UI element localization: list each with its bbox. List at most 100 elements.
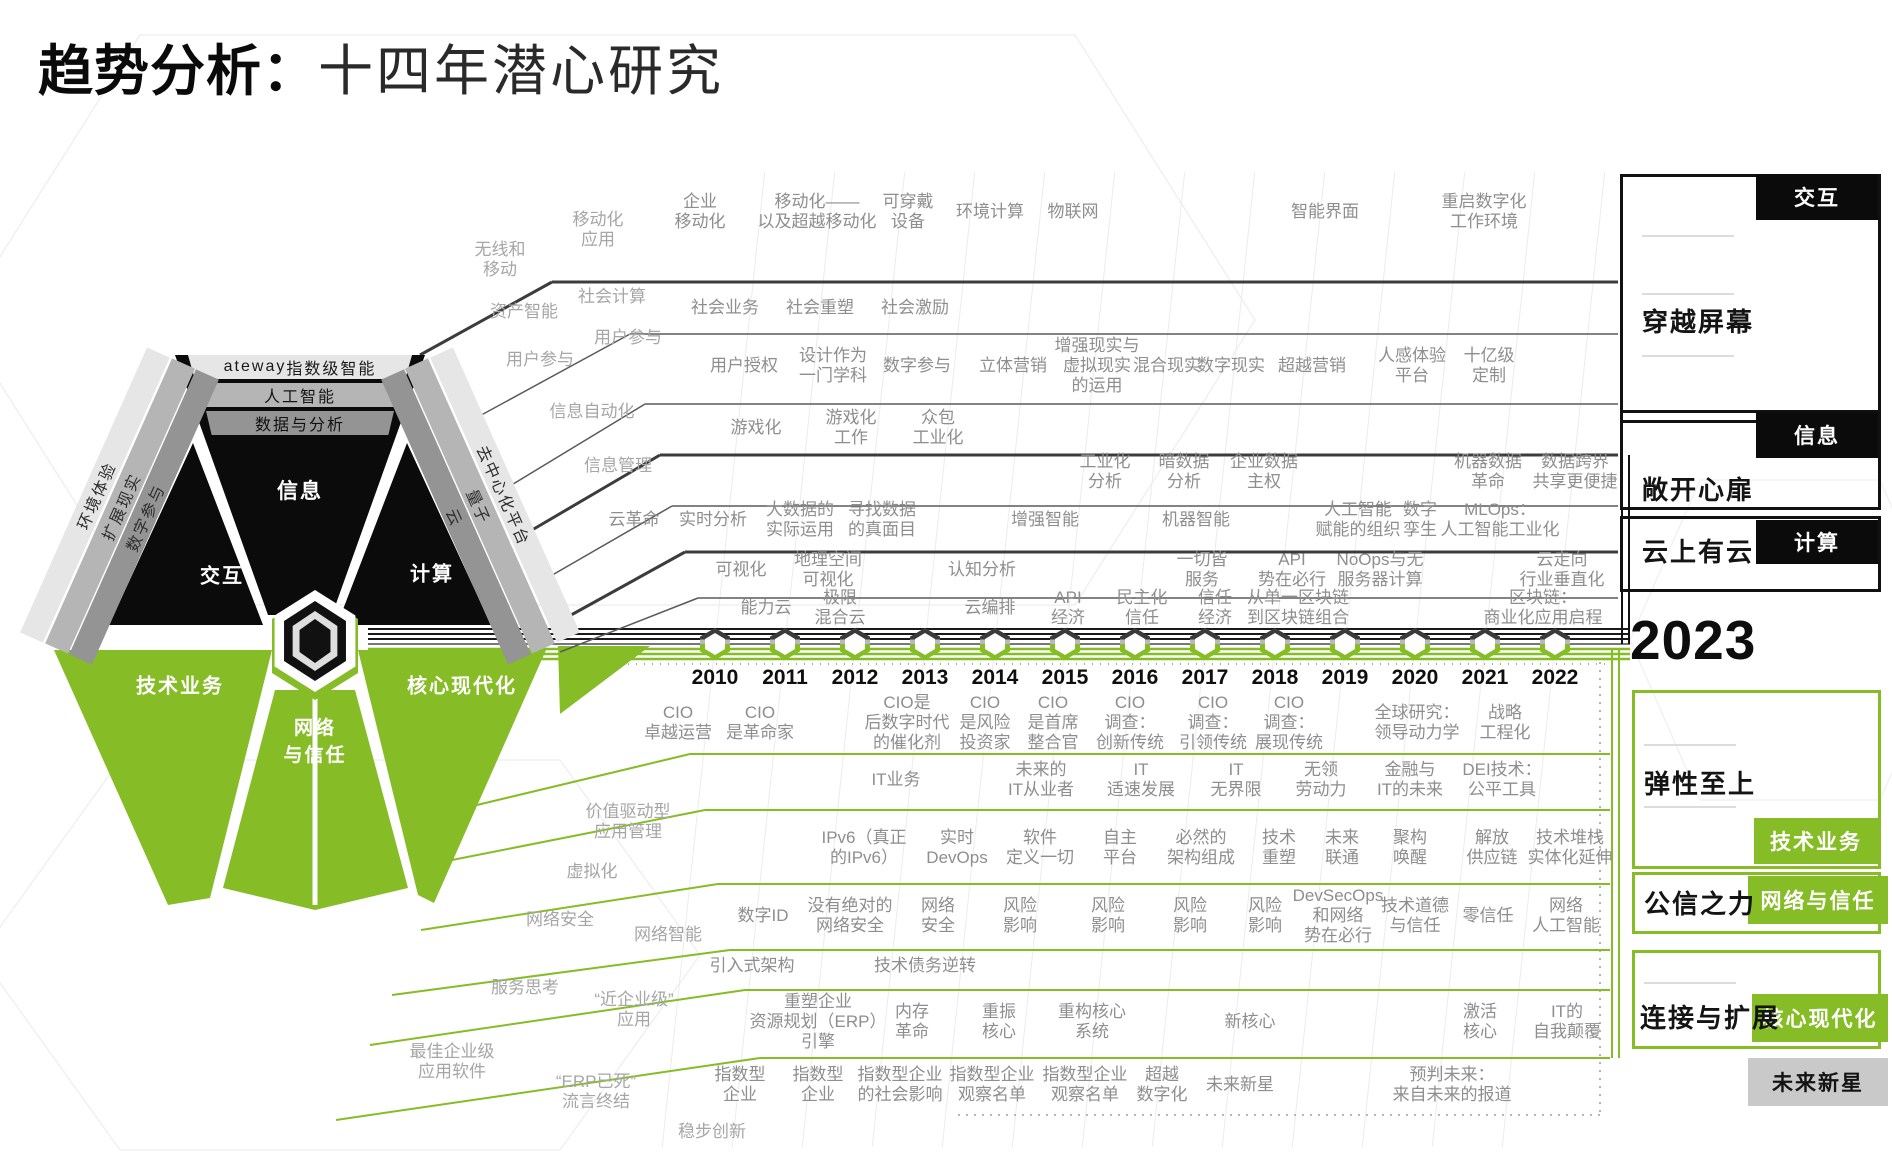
trend-item: 实时分析 <box>679 509 747 529</box>
left-step-label: 服务思考 <box>491 977 559 997</box>
trend-item: 重振 核心 <box>982 1001 1016 1041</box>
trend-item: 指数型 企业 <box>792 1064 844 1104</box>
trend-item: 指数型企业 观察名单 <box>949 1064 1035 1104</box>
trend-item: 民主化 信任 <box>1116 587 1168 627</box>
left-step-label: 用户参与 <box>594 327 662 347</box>
trend-item: 一切皆 服务 <box>1176 549 1228 589</box>
legend-divider <box>1642 355 1734 357</box>
trend-item: IPv6（真正 的IPv6） <box>821 827 907 867</box>
legend-badge-core-modernization: 核心现代化 <box>1752 994 1888 1042</box>
trend-item: 信任 经济 <box>1198 587 1232 627</box>
timeline-year: 2017 <box>1181 666 1229 689</box>
legend-label-information: 敞开心扉 <box>1642 475 1755 505</box>
hex-band-artificial-intelligence: 人工智能 <box>197 383 403 407</box>
trend-item: 全球研究： 领导动力学 <box>1374 702 1460 742</box>
left-step-label: 价值驱动型 应用管理 <box>585 801 671 841</box>
trend-item: CIO 调查： 展现传统 <box>1255 692 1323 753</box>
left-step-label: 虚拟化 <box>566 861 618 881</box>
trend-item: 区块链： 商业化应用启程 <box>1483 587 1603 627</box>
hex-segment-cyber-trust: 网络 与信任 <box>283 718 347 766</box>
trend-item: IT业务 <box>871 769 921 789</box>
trend-item: 环境计算 <box>956 201 1024 221</box>
legend-badge-interaction: 交互 <box>1756 174 1878 220</box>
legend-badge-tech-business: 技术业务 <box>1754 818 1878 864</box>
left-step-label: 信息管理 <box>584 455 652 475</box>
trend-item: DEI技术： 公平工具 <box>1462 759 1542 799</box>
trend-item: 风险 影响 <box>1248 895 1282 935</box>
trend-item: 企业数据 主权 <box>1230 451 1298 491</box>
trend-item: 内存 革命 <box>895 1001 929 1041</box>
trend-item: 指数型企业 观察名单 <box>1042 1064 1128 1104</box>
trend-item: 云走向 行业垂直化 <box>1519 549 1605 589</box>
legend-label-computation: 云上有云 <box>1642 537 1755 567</box>
trend-item: 游戏化 工作 <box>825 407 877 447</box>
left-step-label: “ERP已死” 流言终结 <box>555 1071 637 1111</box>
hex-segment-information: 信息 <box>277 480 323 503</box>
left-step-label: 无线和 移动 <box>474 239 526 279</box>
timeline-year: 2010 <box>691 666 739 689</box>
trend-item: 可穿戴 设备 <box>882 191 934 231</box>
trend-item: 软件 定义一切 <box>1006 827 1074 867</box>
trend-item: 金融与 IT的未来 <box>1376 759 1444 799</box>
trend-item: 人工智能 赋能的组织 <box>1315 499 1401 539</box>
current-year: 2023 <box>1630 609 1757 671</box>
legend-badge-information: 信息 <box>1756 412 1878 458</box>
trend-item: 风险 影响 <box>1003 895 1037 935</box>
trend-item: 技术债务逆转 <box>874 955 976 975</box>
trend-item: 社会业务 <box>691 297 759 317</box>
trend-item: 必然的 架构组成 <box>1167 827 1235 867</box>
trend-item: 能力云 <box>740 597 792 617</box>
trend-item: 重启数字化 工作环境 <box>1441 191 1527 231</box>
trend-item: 人感体验 平台 <box>1378 345 1446 385</box>
trend-item: 工业化 分析 <box>1079 451 1131 491</box>
trend-item: 设计作为 一门学科 <box>799 345 867 385</box>
trend-item: CIO 是首席 整合官 <box>1027 692 1079 753</box>
legend-divider <box>1644 982 1736 984</box>
hex-segment-tech-business: 技术业务 <box>136 675 224 698</box>
trend-item: IT 无界限 <box>1210 759 1262 799</box>
trend-item: 数字现实 <box>1197 355 1265 375</box>
timeline-year: 2011 <box>762 666 808 689</box>
trend-item: 极限 混合云 <box>814 587 866 627</box>
trend-item: 技术 重塑 <box>1262 827 1296 867</box>
trend-item: 自主 平台 <box>1103 827 1137 867</box>
trend-item: 认知分析 <box>948 559 1016 579</box>
trend-item: 机器数据 革命 <box>1454 451 1522 491</box>
legend-label-tech-business: 弹性至上 <box>1644 769 1757 799</box>
legend-label-interaction: 穿越屏幕 <box>1642 307 1755 337</box>
trend-item: 云编排 <box>964 597 1016 617</box>
trend-item: 可视化 <box>715 559 767 579</box>
title-bold: 趋势分析： <box>38 40 319 102</box>
trend-item: 网络 人工智能 <box>1532 895 1600 935</box>
legend-divider <box>1644 806 1736 808</box>
trend-item: 没有绝对的 网络安全 <box>807 895 893 935</box>
trend-item: CIO是 后数字时代 的催化剂 <box>864 692 950 753</box>
trend-item: 技术道德 与信任 <box>1381 895 1449 935</box>
hex-band-data-analytics: 数据与分析 <box>206 411 394 435</box>
trend-item: 数字ID <box>737 905 789 925</box>
trend-item: IT的 自我颠覆 <box>1533 1001 1601 1041</box>
trend-item: 引入式架构 <box>709 955 795 975</box>
timeline-year: 2012 <box>831 666 879 689</box>
trend-item: 超越 数字化 <box>1136 1064 1188 1104</box>
legend-divider <box>1642 235 1734 237</box>
legend-box-computation <box>1620 516 1881 592</box>
legend-box-tech-business <box>1632 690 1881 869</box>
trend-item: 十亿级 定制 <box>1463 345 1515 385</box>
trend-item: 未来的 IT从业者 <box>1007 759 1075 799</box>
trend-item: 未来新星 <box>1206 1074 1274 1094</box>
trend-item: 混合现实 <box>1133 355 1201 375</box>
trend-item: 暗数据 分析 <box>1158 451 1210 491</box>
timeline-year: 2014 <box>971 666 1019 689</box>
trend-item: NoOps与无 服务器计算 <box>1336 549 1424 589</box>
trend-item: 技术堆栈 实体化延伸 <box>1527 827 1613 867</box>
trend-item: 大数据的 实际运用 <box>766 499 834 539</box>
legend-divider <box>1642 293 1734 295</box>
trend-item: 用户授权 <box>710 355 778 375</box>
trend-item: 实时 DevOps <box>926 827 988 867</box>
trend-item: 增强现实与 虚拟现实 的运用 <box>1054 335 1140 396</box>
hex-segment-core-modernization: 核心现代化 <box>407 675 517 698</box>
hex-segment-computation: 计算 <box>410 563 454 586</box>
